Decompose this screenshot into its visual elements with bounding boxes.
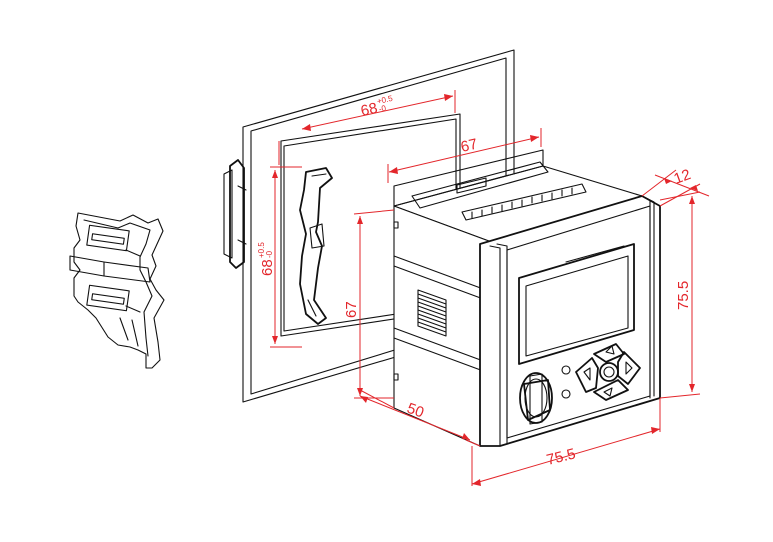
terminal-row	[461, 183, 587, 221]
front-width-label: 75.5	[545, 445, 577, 469]
dimension-labels: 68 +0.5 -0 68 +0.5 -0 67 12 75.5 67 50 7…	[257, 94, 693, 469]
front-height-label: 75.5	[675, 281, 692, 310]
cutout-height-tol-lower: -0	[265, 250, 274, 258]
mounting-clip	[69, 212, 165, 369]
depth-label: 50	[405, 400, 426, 422]
thickness-label: 12	[672, 166, 693, 188]
cutout-width-tol-upper: +0.5	[376, 94, 394, 106]
up-button	[593, 343, 625, 363]
cutout-height-value: 68	[259, 259, 276, 276]
vent-grille	[417, 289, 447, 337]
cutout-height-tol-upper: +0.5	[257, 242, 266, 258]
body-width-label: 67	[459, 136, 479, 156]
rotary-knob-icon	[519, 372, 553, 425]
left-button	[575, 357, 599, 393]
dimension-lines	[270, 90, 710, 486]
down-button	[593, 379, 629, 401]
body-height-label: 67	[343, 301, 360, 318]
cutout-clip	[299, 167, 333, 325]
status-led-2	[561, 389, 571, 399]
right-button	[617, 351, 641, 385]
navigation-keypad	[575, 343, 641, 401]
status-led-1	[561, 365, 571, 375]
lcd-display	[518, 243, 635, 365]
enter-button	[599, 362, 619, 382]
cutout-width-tol-lower: -0	[378, 103, 387, 113]
cutout-width-value: 68	[359, 100, 379, 120]
instrument-housing	[393, 149, 643, 447]
